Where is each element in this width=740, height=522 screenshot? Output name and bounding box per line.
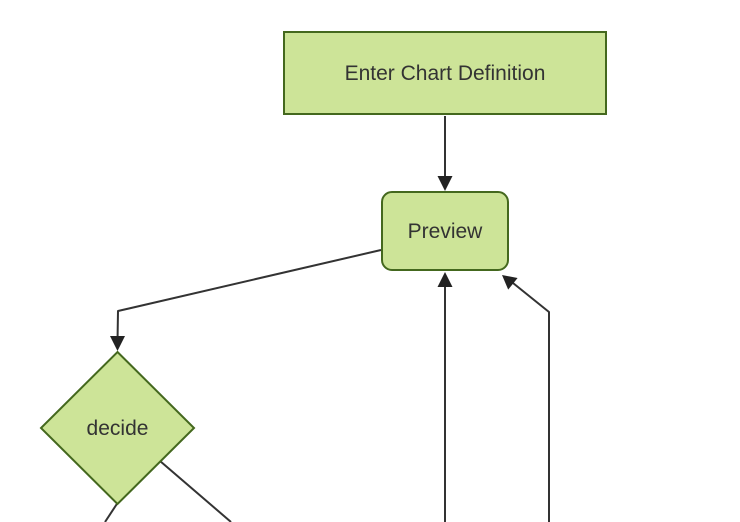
- node-decide-label: decide: [87, 417, 149, 440]
- node-preview-shape: [381, 191, 509, 271]
- arrowhead-bottom-to-preview-center: [437, 272, 453, 287]
- node-enter-chart-definition: Enter Chart Definition: [283, 31, 607, 115]
- node-preview: Preview: [381, 191, 509, 271]
- node-preview-label: Preview: [408, 220, 484, 243]
- arrowhead-enter-to-preview: [437, 176, 453, 191]
- node-decide-shape: [39, 350, 196, 506]
- node-enter-chart-definition-label: Enter Chart Definition: [345, 62, 546, 85]
- node-enter-chart-definition-shape: [283, 31, 607, 115]
- edge-decide-to-offscreen-right: [159, 460, 232, 522]
- edge-preview-to-decide: [116, 249, 382, 343]
- edge-bottom-to-preview-corner: [507, 278, 550, 522]
- edge-decide-to-offscreen-bottom: [104, 502, 119, 522]
- arrowhead-bottom-to-preview-corner: [502, 275, 518, 290]
- node-decide: decide: [39, 350, 196, 506]
- arrowhead-preview-to-decide: [110, 336, 125, 351]
